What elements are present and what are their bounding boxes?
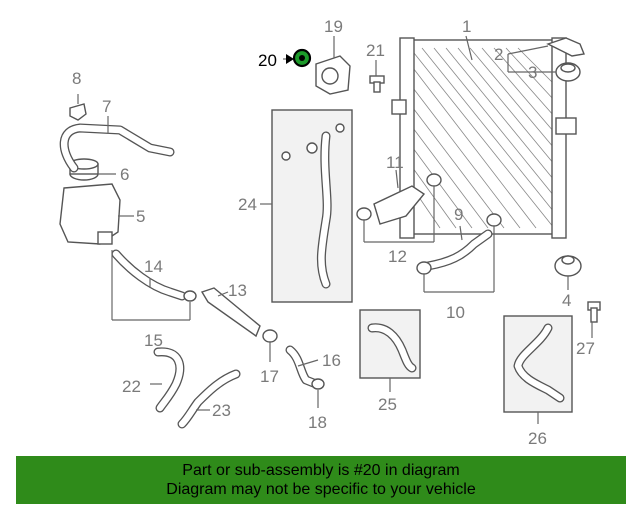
callout-12: 12 [388,247,407,266]
reservoir-hose [111,249,187,301]
heater-hose-outlet [177,369,241,429]
callout-14: 14 [144,257,163,276]
upper-hose [423,229,493,271]
thermostat-outlet [373,185,426,225]
callout-15: 15 [144,331,163,350]
callout-6: 6 [120,165,129,184]
bolt [369,75,385,93]
leader-lines [77,35,593,424]
callout-21: 21 [366,41,385,60]
callout-7: 7 [102,97,111,116]
callout-26: 26 [528,429,547,448]
parts-diagram: 1 2 3 4 5 6 7 8 9 10 11 12 13 14 15 16 1… [59,17,601,448]
upper-mount-bracket [546,37,585,57]
callout-27: 27 [576,339,595,358]
bolt-27 [587,301,601,323]
pipe-clamp [262,329,278,343]
reservoir-hose-clamp [183,290,197,302]
callout-4: 4 [562,291,571,310]
water-pipe [200,287,261,338]
gasket-part-20 [292,48,312,68]
callout-20: 20 [258,51,277,70]
hose-assembly-box-25 [359,309,421,379]
hose-assembly-box-24 [271,109,353,303]
callout-3: 3 [528,63,537,82]
callout-23: 23 [212,401,231,420]
hose-clip [69,103,87,121]
banner-line-2: Diagram may not be specific to your vehi… [166,481,476,498]
upper-insulator [555,62,581,82]
overflow-hose [59,123,175,173]
callout-24: 24 [238,195,257,214]
callout-17: 17 [260,367,279,386]
callout-25: 25 [378,395,397,414]
lower-insulator [554,255,582,277]
callout-13: 13 [228,281,247,300]
outlet-clamps [356,173,442,221]
callout-19: 19 [324,17,343,36]
callout-9: 9 [454,205,463,224]
callout-5: 5 [136,207,145,226]
info-banner: Part or sub-assembly is #20 in diagram D… [16,456,626,504]
callout-2: 2 [494,45,503,64]
coolant-reservoir [59,183,121,245]
callout-8: 8 [72,69,81,88]
heater-hose-inlet [153,347,185,413]
bypass-clamp [311,378,325,390]
radiator [391,37,577,239]
callout-18: 18 [308,413,327,432]
callout-16: 16 [322,351,341,370]
callout-10: 10 [446,303,465,322]
thermostat-housing [315,55,351,95]
bypass-hose [285,345,321,389]
callout-11: 11 [386,153,404,172]
hose-assembly-box-26 [503,315,573,413]
banner-line-1: Part or sub-assembly is #20 in diagram [182,462,460,479]
callout-1: 1 [462,17,471,36]
callout-22: 22 [122,377,141,396]
arrow-icon [286,54,294,64]
